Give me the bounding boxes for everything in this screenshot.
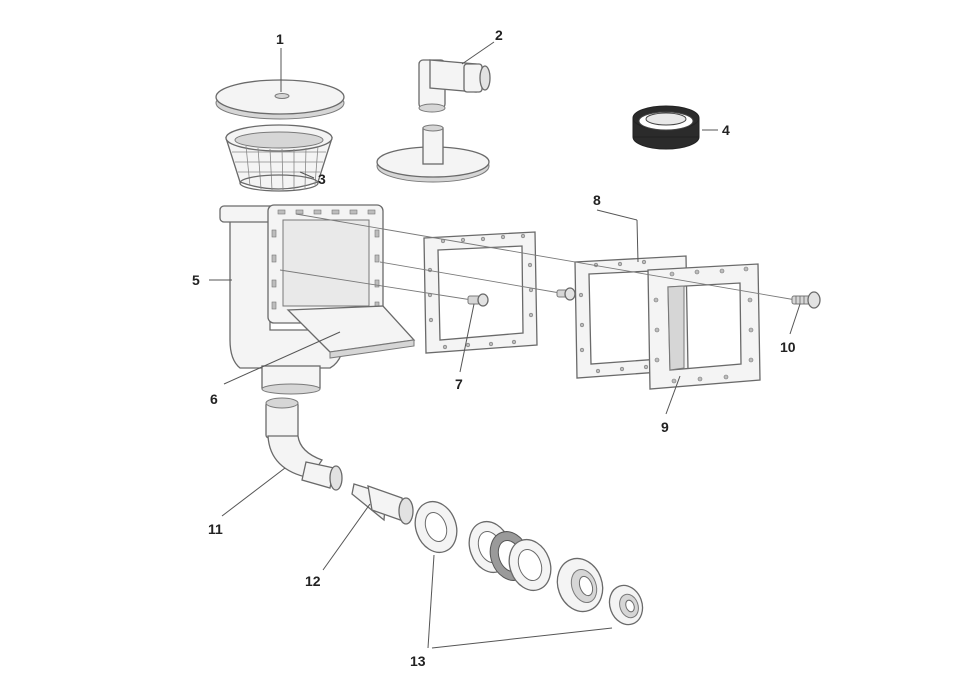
part-11-elbow: [265, 397, 343, 491]
part-13-fittings: [414, 500, 644, 626]
label-6: 6: [210, 391, 218, 407]
leader-lines: [209, 41, 801, 649]
label-1: 1: [276, 31, 284, 47]
label-4: 4: [722, 122, 730, 138]
part-2-vacuum-plate: [376, 59, 491, 183]
label-7: 7: [455, 376, 463, 392]
part-1-skimmer-lid: [215, 79, 345, 120]
label-9: 9: [661, 419, 669, 435]
part-12-hose-adapter: [351, 483, 414, 525]
part-10-screw: [791, 291, 821, 309]
label-8: 8: [593, 192, 601, 208]
label-13: 13: [410, 653, 426, 669]
alignment-lines: [279, 213, 797, 301]
label-2: 2: [495, 27, 503, 43]
part-7-screw: [467, 293, 489, 307]
label-12: 12: [305, 573, 321, 589]
label-5: 5: [192, 272, 200, 288]
part-6-weir-flap: [286, 305, 416, 359]
label-10: 10: [780, 339, 796, 355]
part-8-gasket: [423, 231, 538, 354]
label-3: 3: [318, 171, 326, 187]
part-7-screw-2: [556, 287, 576, 301]
part-9-face-plate: [647, 263, 761, 390]
part-4-tape-roll: [632, 105, 700, 150]
part-3-skimmer-basket: [225, 124, 333, 192]
part-5-skimmer-body: [219, 204, 384, 395]
label-11: 11: [208, 521, 223, 537]
